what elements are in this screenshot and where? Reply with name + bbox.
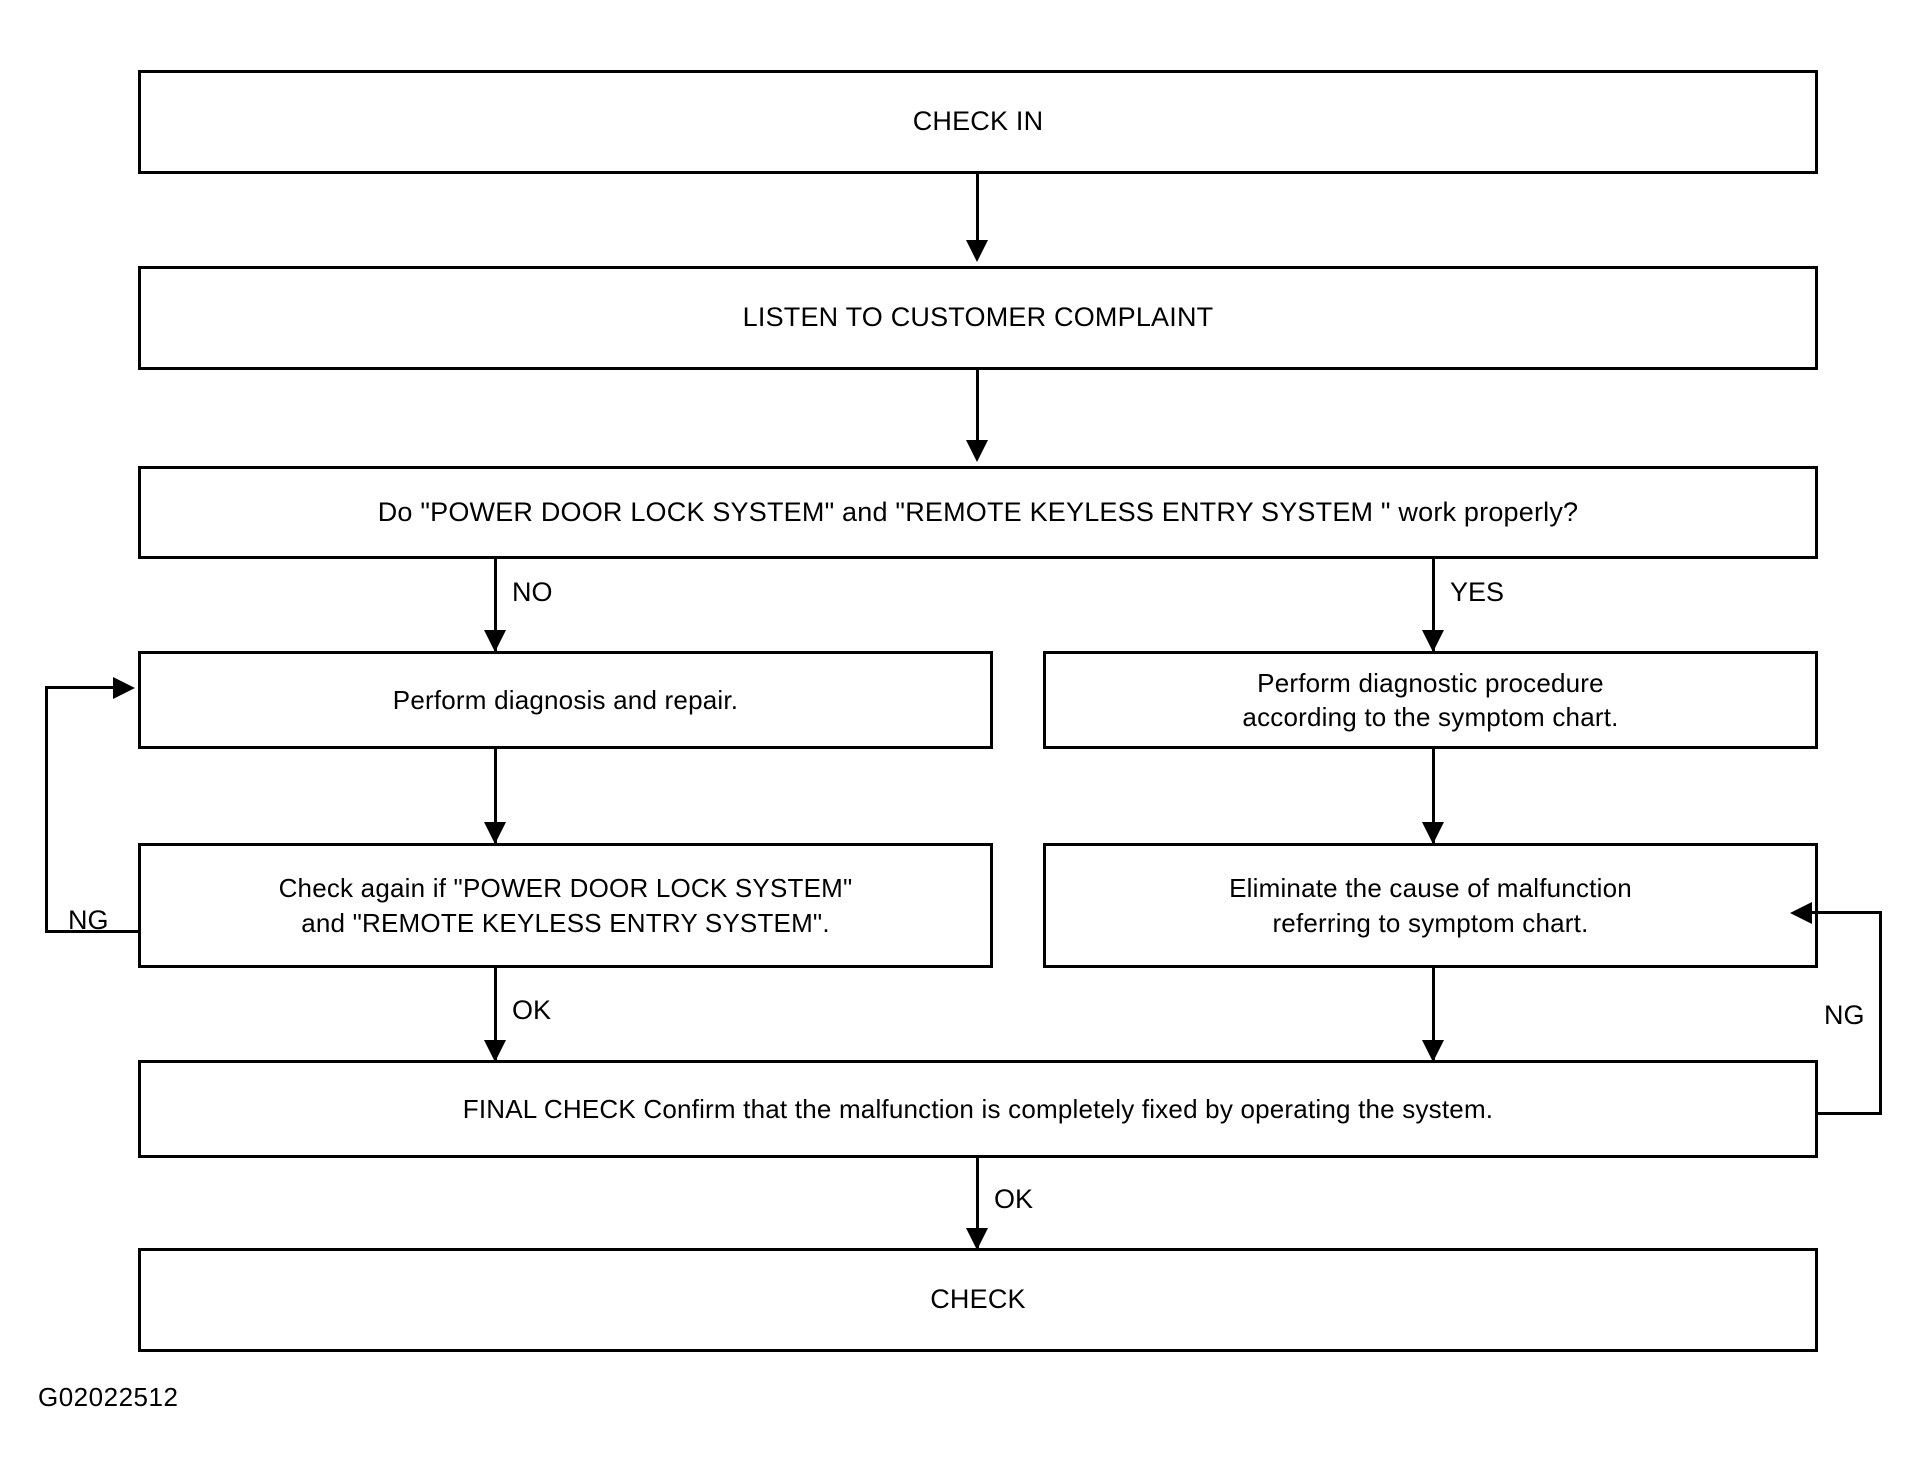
- edge-label-ng-left: NG: [68, 905, 109, 935]
- connector-eliminate-to-final: [1432, 968, 1435, 1060]
- node-perform-diagnostic-procedure: Perform diagnostic procedure according t…: [1043, 651, 1818, 749]
- connector-check-in-to-listen: [976, 174, 979, 244]
- connector-decision-yes: [1432, 559, 1435, 651]
- node-decision-systems-work: Do "POWER DOOR LOCK SYSTEM" and "REMOTE …: [138, 466, 1818, 559]
- connector-final-to-check: [976, 1158, 979, 1248]
- edge-label-no: NO: [512, 577, 553, 607]
- ng-left-loop-vertical: [45, 686, 48, 932]
- arrow-repair-to-check-again: [484, 822, 506, 844]
- figure-id-label: G02022512: [38, 1382, 179, 1412]
- ng-left-loop-top: [45, 686, 113, 689]
- ng-left-loop-bottom: [45, 930, 140, 933]
- edge-label-yes: YES: [1450, 577, 1505, 607]
- node-listen-complaint: LISTEN TO CUSTOMER COMPLAINT: [138, 266, 1818, 370]
- node-check-again: Check again if "POWER DOOR LOCK SYSTEM" …: [138, 843, 993, 968]
- node-check-in: CHECK IN: [138, 70, 1818, 174]
- connector-repair-to-check-again: [494, 749, 497, 843]
- arrow-check-again-to-final: [484, 1040, 506, 1062]
- edge-label-ok-left: OK: [512, 995, 552, 1025]
- arrow-ng-left-into-repair: [113, 677, 135, 699]
- arrow-decision-yes: [1422, 630, 1444, 652]
- arrow-eliminate-to-final: [1422, 1040, 1444, 1062]
- arrow-procedure-to-eliminate: [1422, 822, 1444, 844]
- connector-decision-no: [494, 559, 497, 651]
- arrow-check-in-to-listen: [966, 240, 988, 262]
- arrow-ng-right-into-eliminate: [1790, 902, 1812, 924]
- ng-right-loop-top: [1812, 911, 1882, 914]
- arrow-final-to-check: [966, 1228, 988, 1250]
- node-check-out: CHECK: [138, 1248, 1818, 1352]
- ng-right-loop-bottom: [1815, 1112, 1882, 1115]
- arrow-listen-to-decision: [966, 440, 988, 462]
- node-perform-diagnosis-repair: Perform diagnosis and repair.: [138, 651, 993, 749]
- connector-listen-to-decision: [976, 370, 979, 444]
- edge-label-ng-right: NG: [1824, 1000, 1865, 1030]
- edge-label-ok-bottom: OK: [994, 1184, 1034, 1214]
- node-eliminate-cause: Eliminate the cause of malfunction refer…: [1043, 843, 1818, 968]
- connector-check-again-to-final: [494, 968, 497, 1060]
- arrow-decision-no: [484, 630, 506, 652]
- connector-procedure-to-eliminate: [1432, 749, 1435, 843]
- node-final-check: FINAL CHECK Confirm that the malfunction…: [138, 1060, 1818, 1158]
- ng-right-loop-vertical: [1879, 911, 1882, 1115]
